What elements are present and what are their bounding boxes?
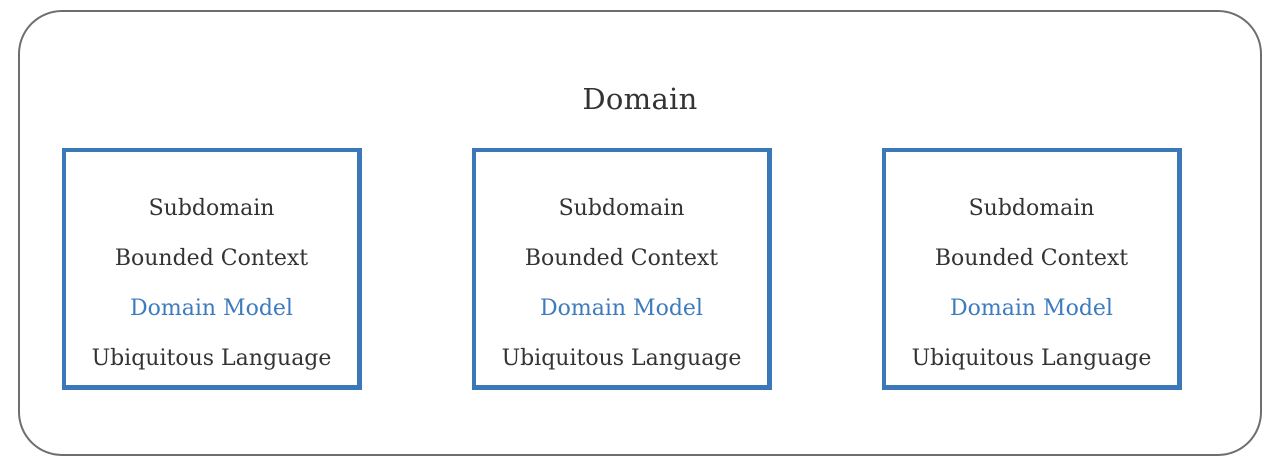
domain-model-label: Domain Model [130,296,293,321]
subdomain-label: Subdomain [148,196,275,221]
subdomain-label: Subdomain [558,196,685,221]
bounded-context-label: Bounded Context [934,246,1129,271]
domain-title: Domain [582,82,698,116]
bounded-context-label: Bounded Context [524,246,719,271]
subdomain-card-3: Subdomain Bounded Context Domain Model U… [882,148,1182,390]
ubiquitous-language-label: Ubiquitous Language [501,346,742,371]
domain-model-label: Domain Model [540,296,703,321]
bounded-context-label: Bounded Context [114,246,309,271]
domain-model-label: Domain Model [950,296,1113,321]
subdomain-card-1: Subdomain Bounded Context Domain Model U… [62,148,362,390]
ubiquitous-language-label: Ubiquitous Language [91,346,332,371]
subdomain-label: Subdomain [968,196,1095,221]
ubiquitous-language-label: Ubiquitous Language [911,346,1152,371]
subdomain-card-2: Subdomain Bounded Context Domain Model U… [472,148,772,390]
